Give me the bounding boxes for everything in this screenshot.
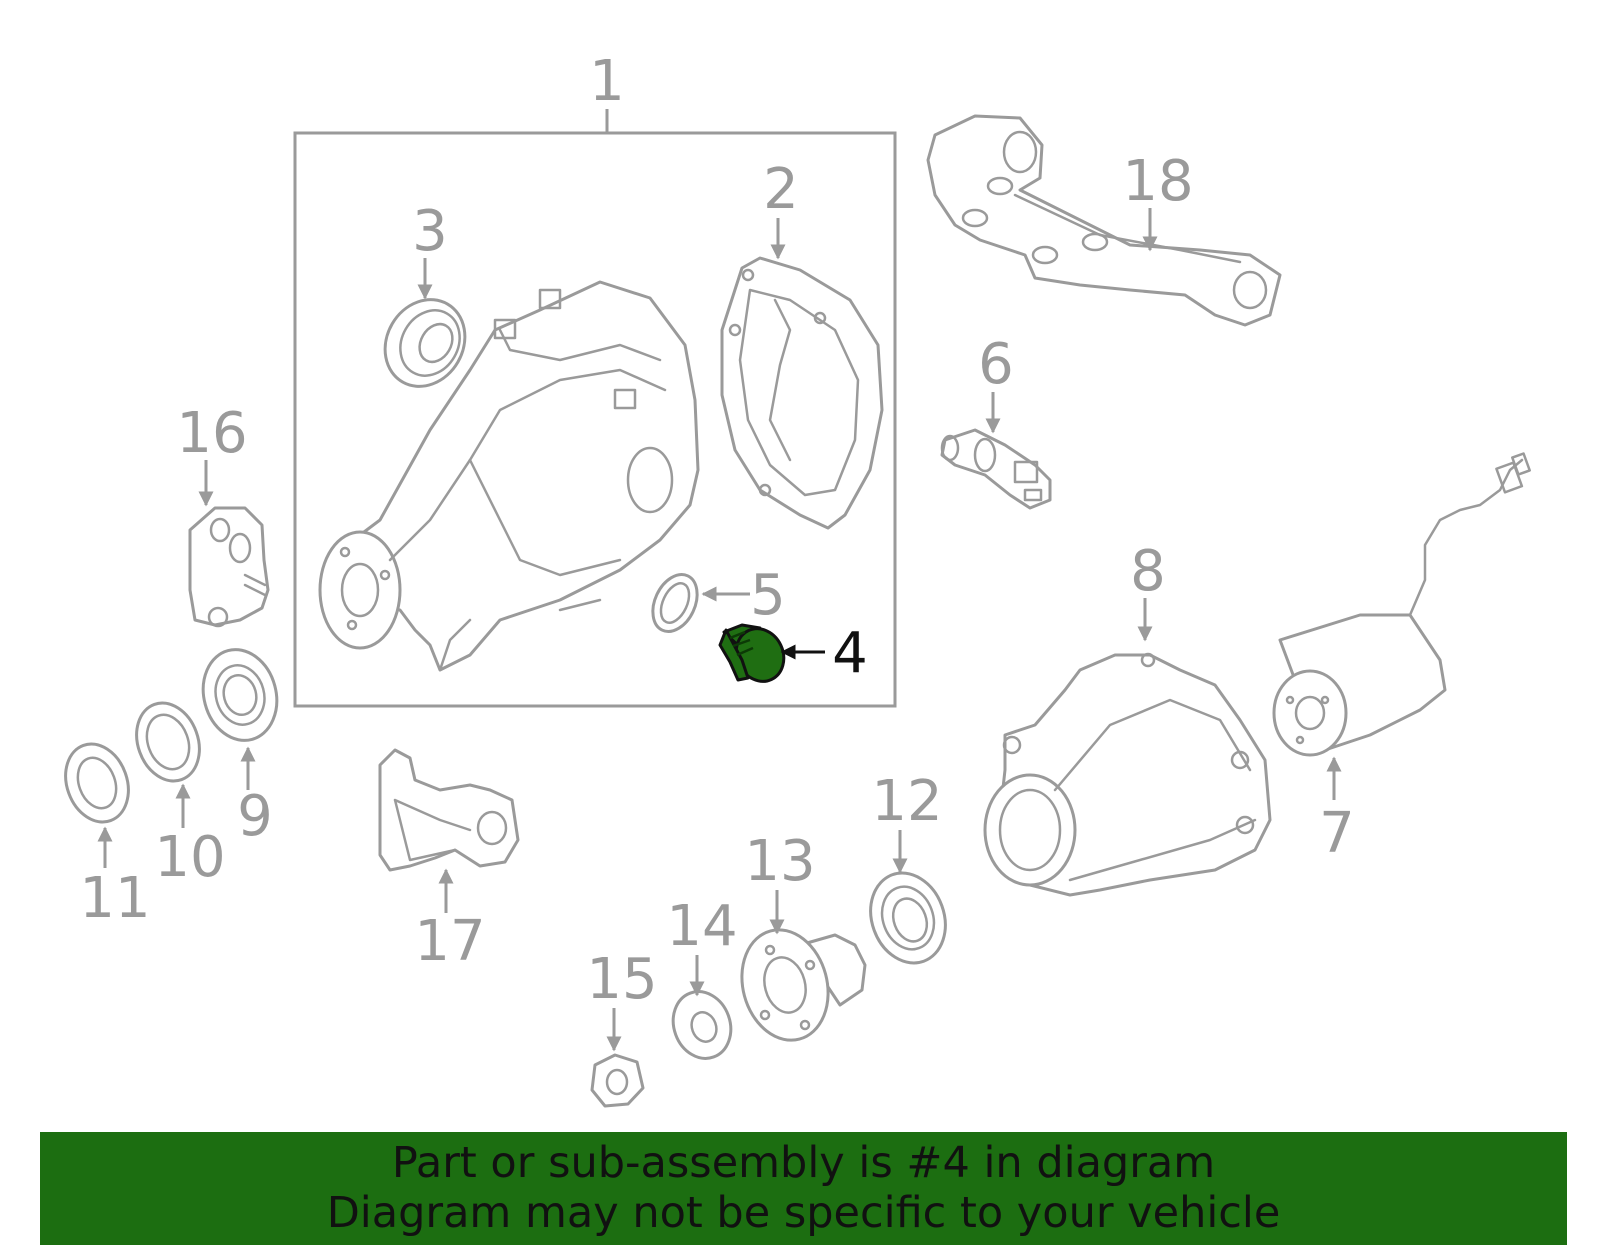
callout-16: 16 [176,401,247,466]
part-17-mount[interactable] [378,748,520,872]
part-9-bearing[interactable] [193,641,286,749]
part-14-washer[interactable] [664,983,740,1066]
part-18-mount-bracket[interactable] [926,114,1282,327]
callout-8: 8 [1130,539,1166,604]
part-5-gasket[interactable] [644,567,706,638]
callout-6: 6 [978,332,1014,397]
callout-5: 5 [750,563,786,628]
part-16-bracket[interactable] [188,506,270,628]
callout-17: 17 [414,909,485,974]
banner-line-disclaimer: Diagram may not be specific to your vehi… [326,1188,1281,1238]
assembly-box-1: 1 [293,49,897,708]
part-11-washer[interactable] [55,735,139,831]
part-6-sensor[interactable] [940,428,1052,510]
callout-10: 10 [154,825,225,890]
part-4-plug-highlighted[interactable] [718,621,792,689]
callout-2: 2 [763,157,799,222]
part-12-seal[interactable] [858,862,957,973]
callout-1: 1 [589,49,625,114]
part-15-nut[interactable] [590,1053,645,1108]
differential-housing[interactable] [318,280,700,672]
part-7-motor[interactable] [1272,452,1531,757]
callout-4: 4 [832,621,868,686]
callout-14: 14 [666,894,737,959]
callout-13: 13 [744,829,815,894]
callout-18: 18 [1122,149,1193,214]
part-8-housing[interactable] [983,652,1272,897]
part-13-flange[interactable] [730,920,867,1050]
banner-line-part: Part or sub-assembly is #4 in diagram [391,1138,1216,1188]
callout-15: 15 [586,947,657,1012]
callout-7: 7 [1319,801,1355,866]
callout-11: 11 [79,866,150,931]
info-banner: Part or sub-assembly is #4 in diagram Di… [40,1132,1567,1245]
callout-9: 9 [237,784,273,849]
part-10-washer[interactable] [126,694,210,790]
part-2-differential-cover[interactable] [720,256,884,530]
part-3-seal[interactable] [370,285,481,401]
callout-3: 3 [412,199,448,264]
callout-12: 12 [871,769,942,834]
